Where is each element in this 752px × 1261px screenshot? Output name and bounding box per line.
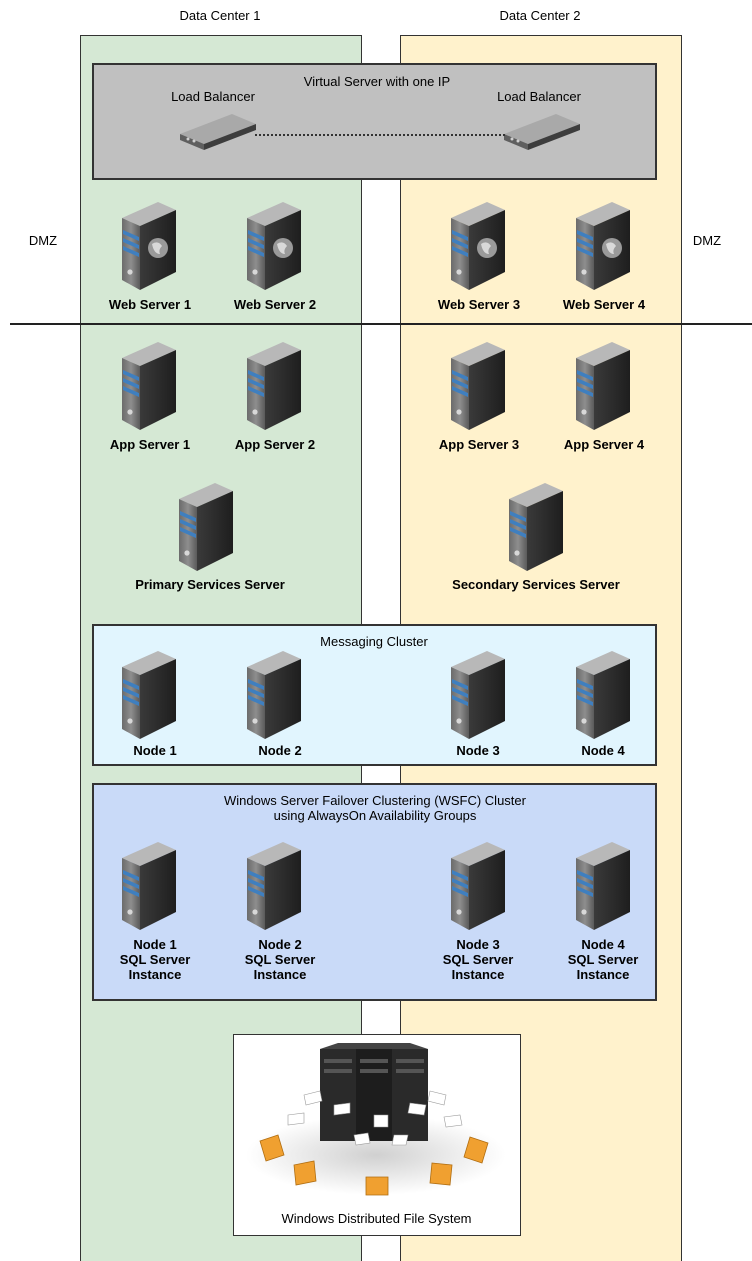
messaging-node-3-label: Node 3	[456, 743, 500, 758]
load-balancer-2-icon	[502, 112, 582, 152]
data-center-1-title: Data Center 1	[179, 8, 261, 23]
web-server-4-label: Web Server 4	[562, 297, 646, 312]
sql-node-2-label: Node 2 SQL Server Instance	[244, 937, 316, 982]
wsfc-cluster-box	[92, 783, 657, 1001]
sql-node-4-label: Node 4 SQL Server Instance	[567, 937, 639, 982]
app-server-1-label: App Server 1	[109, 437, 191, 452]
messaging-node-icon	[572, 649, 634, 741]
data-center-2-title: Data Center 2	[499, 8, 581, 23]
web-server-2-label: Web Server 2	[233, 297, 317, 312]
app-server-icon	[572, 340, 634, 432]
messaging-cluster-title: Messaging Cluster	[320, 634, 428, 649]
app-server-2-label: App Server 2	[234, 437, 316, 452]
file-system-box: Windows Distributed File System	[233, 1034, 521, 1236]
secondary-services-server-icon	[505, 481, 567, 573]
sql-node-3-label: Node 3 SQL Server Instance	[442, 937, 514, 982]
web-server-icon	[572, 200, 634, 292]
app-server-icon	[243, 340, 305, 432]
load-balancer-1-label: Load Balancer	[171, 89, 255, 104]
messaging-node-icon	[447, 649, 509, 741]
messaging-node-icon	[243, 649, 305, 741]
dmz-left-label: DMZ	[28, 233, 58, 248]
web-server-3-label: Web Server 3	[437, 297, 521, 312]
web-server-icon	[118, 200, 180, 292]
sql-node-icon	[572, 840, 634, 932]
messaging-cluster-box	[92, 624, 657, 766]
app-server-icon	[118, 340, 180, 432]
sql-node-icon	[118, 840, 180, 932]
web-server-icon	[447, 200, 509, 292]
messaging-node-4-label: Node 4	[581, 743, 625, 758]
messaging-node-2-label: Node 2	[258, 743, 302, 758]
sql-node-icon	[447, 840, 509, 932]
app-server-4-label: App Server 4	[563, 437, 645, 452]
file-system-label: Windows Distributed File System	[281, 1211, 472, 1226]
web-server-1-label: Web Server 1	[108, 297, 192, 312]
web-server-icon	[243, 200, 305, 292]
messaging-node-icon	[118, 649, 180, 741]
sql-node-1-label: Node 1 SQL Server Instance	[119, 937, 191, 982]
load-balancer-link	[255, 134, 507, 136]
primary-services-server-label: Primary Services Server	[135, 577, 285, 592]
dmz-boundary-line	[10, 323, 752, 325]
app-server-icon	[447, 340, 509, 432]
app-server-3-label: App Server 3	[438, 437, 520, 452]
secondary-services-server-label: Secondary Services Server	[452, 577, 620, 592]
load-balancer-1-icon	[178, 112, 258, 152]
wsfc-cluster-title: Windows Server Failover Clustering (WSFC…	[224, 793, 526, 823]
primary-services-server-icon	[175, 481, 237, 573]
dmz-right-label: DMZ	[692, 233, 722, 248]
virtual-server-title: Virtual Server with one IP	[303, 74, 451, 89]
file-system-icon	[246, 1043, 506, 1196]
load-balancer-2-label: Load Balancer	[497, 89, 581, 104]
sql-node-icon	[243, 840, 305, 932]
messaging-node-1-label: Node 1	[133, 743, 177, 758]
